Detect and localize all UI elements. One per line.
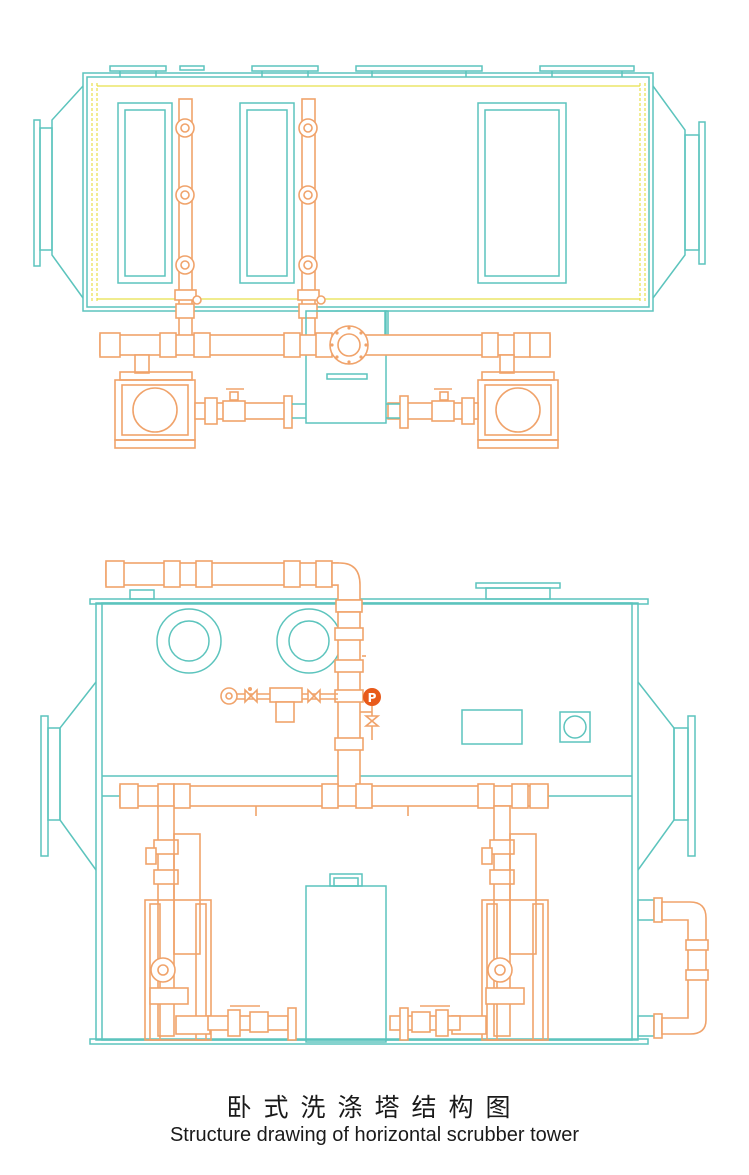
flange-connection bbox=[329, 325, 369, 365]
pressure-gauge-label: P bbox=[368, 691, 377, 705]
top-view bbox=[33, 65, 706, 449]
header-pipe bbox=[99, 332, 551, 358]
water-tank bbox=[305, 310, 389, 424]
pressure-gauge: P bbox=[360, 688, 381, 740]
scrubber-structure-drawing: P bbox=[33, 65, 709, 1045]
circulation-pump bbox=[386, 354, 559, 449]
inspection-window bbox=[117, 102, 173, 284]
spray-pipe bbox=[297, 98, 326, 340]
inspection-port bbox=[559, 711, 591, 743]
control-panel bbox=[461, 709, 523, 745]
spray-inlet-pipe bbox=[105, 560, 366, 789]
circulation-pump bbox=[389, 805, 549, 1041]
front-view-housing bbox=[40, 582, 696, 1045]
spray-pipe bbox=[174, 98, 202, 340]
filter-valve-assembly bbox=[220, 687, 338, 723]
circulation-pump bbox=[144, 805, 297, 1041]
inspection-window bbox=[477, 102, 567, 284]
caption-english: Structure drawing of horizontal scrubber… bbox=[169, 1124, 580, 1146]
viewport-ring bbox=[156, 608, 222, 674]
circulation-pump bbox=[114, 354, 306, 449]
inspection-window bbox=[239, 102, 295, 284]
front-view: P bbox=[40, 560, 709, 1045]
caption-chinese: 卧式洗涤塔结构图 bbox=[226, 1093, 523, 1122]
drain-pipe bbox=[637, 897, 709, 1039]
packing-layer bbox=[91, 83, 646, 302]
viewport-ring bbox=[276, 608, 342, 674]
header-pipe bbox=[119, 783, 549, 816]
water-tank bbox=[305, 873, 387, 1043]
